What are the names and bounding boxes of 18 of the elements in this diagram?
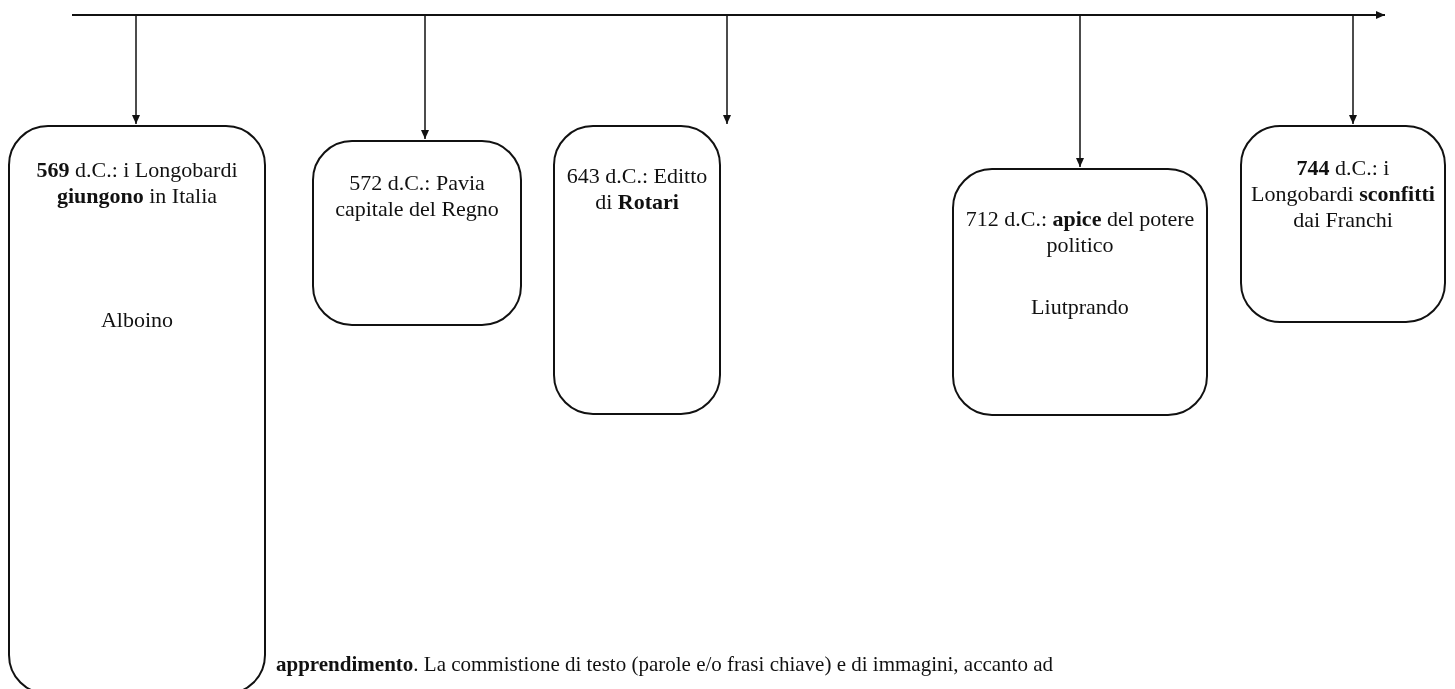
arrow (1076, 15, 1084, 168)
ruler-name: Liutprando (1030, 294, 1130, 320)
event-box (312, 140, 522, 326)
event-text: 643 d.C.: Editto di Rotari (565, 163, 709, 215)
event-text: 744 d.C.: i Longobardi sconfitti dai Franchi (1250, 155, 1436, 233)
arrow (132, 15, 140, 125)
arrow (723, 15, 731, 125)
event-box (553, 125, 721, 415)
paragraph-text: apprendimento. La commistione di testo (parole e/o frasi chiave) e di immagini, accanto ad (276, 652, 1053, 677)
ruler-name: Alboino (99, 307, 175, 333)
event-text: 572 d.C.: Pavia capitale del Regno (334, 170, 500, 222)
event-text: 712 d.C.: apice del potere politico (964, 206, 1196, 258)
arrow (421, 15, 429, 140)
event-box (1240, 125, 1446, 323)
event-box (952, 168, 1208, 416)
event-box (8, 125, 266, 689)
event-text: 569 d.C.: i Longobardi giungono in Italia (35, 157, 239, 209)
arrow (1349, 15, 1357, 125)
